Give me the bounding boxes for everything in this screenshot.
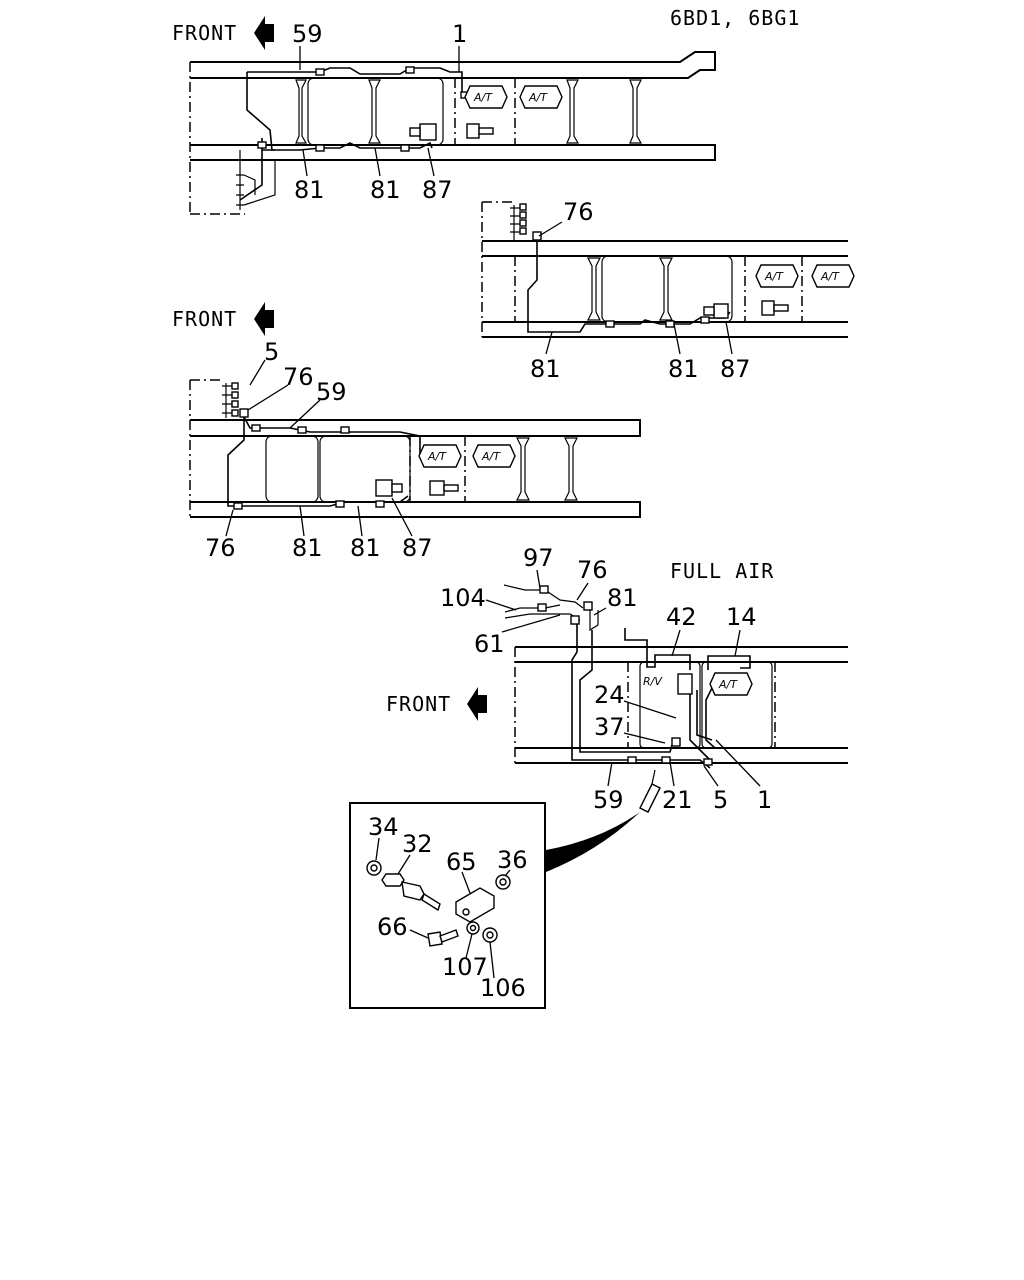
callout-107: 107 [442,953,488,981]
callout-32: 32 [402,830,433,858]
callout-5: 5 [264,338,279,366]
front-label: FRONT [172,21,237,45]
callout-81: 81 [530,355,561,383]
callout-42: 42 [666,603,697,631]
callout-1: 1 [452,20,467,48]
callout-87: 87 [402,534,433,562]
callout-65: 65 [446,848,477,876]
callout-24: 24 [594,681,625,709]
callout-59: 59 [593,786,624,814]
callout-81: 81 [350,534,381,562]
callout-5: 5 [713,786,728,814]
callout-81: 81 [607,584,638,612]
callout-76: 76 [577,556,608,584]
callout-1: 1 [757,786,772,814]
callout-87: 87 [422,176,453,204]
view-1-frame-layout: FRONT A/T A/T 59 [172,16,716,215]
callout-59: 59 [316,378,347,406]
callout-87: 87 [720,355,751,383]
callout-37: 37 [594,713,625,741]
callout-81: 81 [294,176,325,204]
callout-81: 81 [668,355,699,383]
at-badge-label: A/T [718,678,738,691]
callout-104: 104 [440,584,486,612]
callout-106: 106 [480,974,526,1002]
at-badge-label: A/T [473,91,493,104]
callout-61: 61 [474,630,505,658]
at-badge-label: A/T [481,450,501,463]
callout-81: 81 [292,534,323,562]
callout-34: 34 [368,813,399,841]
at-badge-label: A/T [820,270,840,283]
callout-76: 76 [283,363,314,391]
at-badge-label: A/T [528,91,548,104]
front-arrow-icon [467,687,487,721]
callout-76: 76 [563,198,594,226]
front-label: FRONT [172,307,237,331]
callout-66: 66 [377,913,408,941]
callout-76: 76 [205,534,236,562]
view-3-frame-layout: FRONT A/T A/T 5 76 [172,302,641,562]
rv-label: R/V [643,675,663,688]
callout-14: 14 [726,603,757,631]
at-badge-label: A/T [427,450,447,463]
detail-pointer [546,812,640,872]
view-2-frame-layout: A/T A/T 76 81 81 87 [481,198,855,383]
front-label: FRONT [386,692,451,716]
front-arrow-icon [254,302,274,336]
callout-59: 59 [292,20,323,48]
full-air-title: FULL AIR [670,559,774,583]
view-4-full-air-layout: FULL AIR FRONT R/V A/T [386,544,848,814]
callout-81: 81 [370,176,401,204]
front-arrow-icon [254,16,274,50]
callout-97: 97 [523,544,554,572]
detail-view: 34 32 65 36 66 107 106 [349,802,546,1009]
callout-36: 36 [497,846,528,874]
at-badge-label: A/T [764,270,784,283]
callout-21: 21 [662,786,693,814]
model-code: 6BD1, 6BG1 [670,6,800,30]
